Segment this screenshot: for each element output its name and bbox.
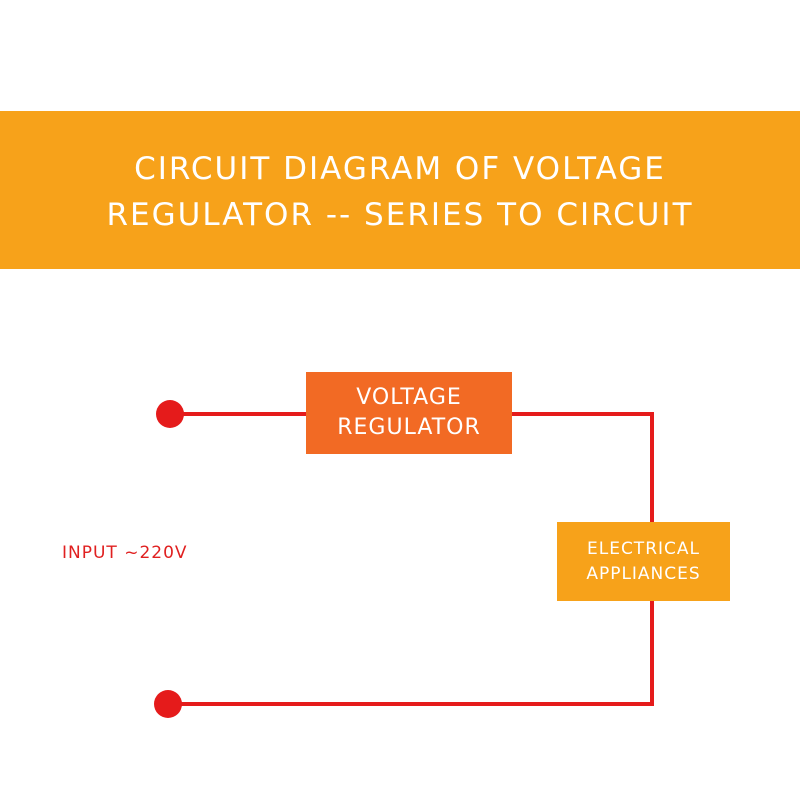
input-voltage-label: INPUT ~220V — [62, 543, 188, 563]
electrical-appliances-box: ELECTRICAL APPLIANCES — [557, 522, 730, 601]
input-terminal-bottom — [154, 690, 182, 718]
title-line-1: CIRCUIT DIAGRAM OF VOLTAGE — [134, 151, 666, 187]
regulator-to-appliance-wire — [512, 412, 654, 522]
regulator-label-line-1: VOLTAGE — [356, 385, 462, 410]
title-banner — [0, 111, 800, 269]
page-title: CIRCUIT DIAGRAM OF VOLTAGE REGULATOR -- … — [0, 146, 800, 238]
regulator-label-line-2: REGULATOR — [337, 415, 481, 440]
input-terminal-top — [156, 400, 184, 428]
title-line-2: REGULATOR -- SERIES TO CIRCUIT — [106, 197, 694, 233]
appliances-label-line-2: APPLIANCES — [586, 563, 701, 584]
voltage-regulator-box: VOLTAGE REGULATOR — [306, 372, 512, 454]
bottom-wire — [170, 601, 654, 706]
appliances-label-line-1: ELECTRICAL — [586, 538, 700, 559]
